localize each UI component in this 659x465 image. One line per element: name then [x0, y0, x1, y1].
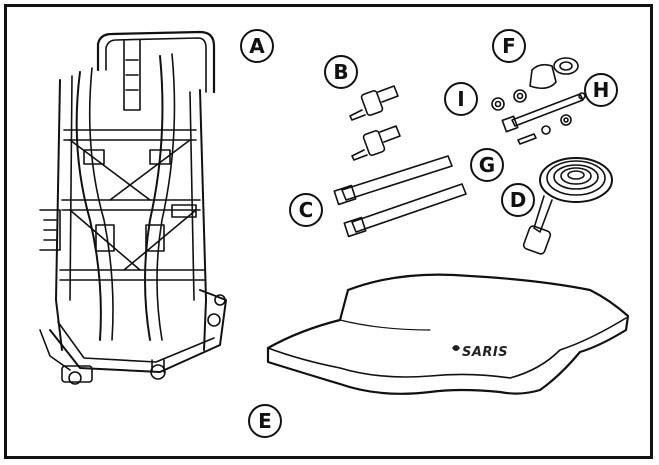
callout-i: I — [444, 82, 478, 116]
folded-bike-rack — [39, 30, 227, 385]
callout-f: F — [492, 29, 526, 63]
coiled-cable — [522, 157, 613, 255]
callout-a: A — [240, 29, 274, 63]
lock-cores — [349, 85, 401, 161]
callout-g: G — [470, 148, 504, 182]
callout-c: C — [289, 193, 323, 227]
saris-logo: SARIS — [462, 345, 508, 360]
callout-d: D — [501, 183, 535, 217]
callout-b: B — [324, 55, 358, 89]
hardware-set — [491, 57, 586, 145]
callout-h: H — [584, 73, 618, 107]
callout-e: E — [248, 404, 282, 438]
foam-pad — [266, 273, 630, 395]
saris-logo-mark — [452, 345, 460, 351]
straps — [333, 155, 467, 238]
